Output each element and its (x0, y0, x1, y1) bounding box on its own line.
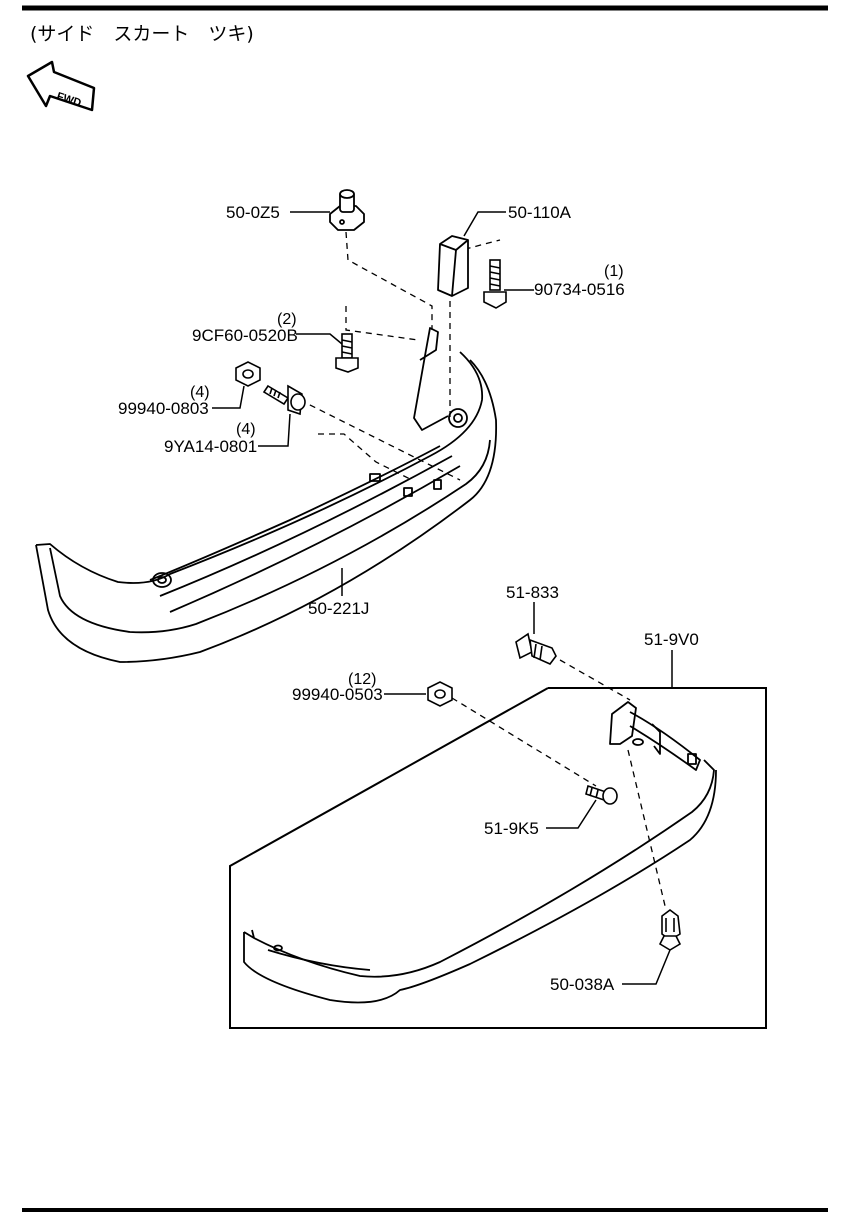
qty-99940-0803: (4) (190, 384, 210, 401)
qty-9CF60-0520B: (2) (277, 311, 297, 328)
label-9YA14-0801: 9YA14-0801 (164, 437, 257, 456)
leader-50-110A (463, 211, 506, 237)
part-90734-0516-bolt (483, 259, 507, 309)
fwd-arrow-icon: FWD (26, 60, 96, 112)
part-51-9V0-outline-box (229, 687, 767, 1029)
part-50-038A-clip (658, 909, 682, 951)
leader-9CF60-0520B (296, 333, 343, 345)
part-99940-0503-nut (427, 681, 453, 707)
part-9YA14-0801-stud (262, 384, 306, 416)
label-90734-0516: 90734-0516 (534, 280, 625, 299)
qty-99940-0503: (12) (348, 671, 376, 688)
part-50-110A-pad (437, 235, 469, 297)
label-50-038A: 50-038A (550, 975, 615, 994)
label-9CF60-0520B: 9CF60-0520B (192, 326, 298, 345)
leader-50-038A (622, 949, 671, 985)
leader-9YA14-0801 (258, 413, 291, 447)
leader-51-9K5 (546, 799, 597, 829)
label-99940-0803: 99940-0803 (118, 399, 209, 418)
upper-assembly-guides (299, 231, 501, 481)
label-51-9K5: 51-9K5 (484, 819, 539, 838)
label-50-0Z5: 50-0Z5 (226, 203, 280, 222)
part-51-833-clip (515, 632, 557, 665)
leader-99940-0803 (212, 385, 245, 409)
part-50-0Z5-clip (329, 189, 365, 231)
qty-9YA14-0801: (4) (236, 421, 256, 438)
label-50-221J: 50-221J (308, 599, 369, 618)
part-51-9V0-side-skirt (243, 701, 717, 1004)
part-99940-0803-nut (235, 361, 261, 387)
rear-bumper-50-221J (35, 327, 497, 663)
lower-assembly-guides (451, 659, 667, 911)
label-51-833: 51-833 (506, 583, 559, 602)
diagram-title: (サイド スカート ツキ) (30, 23, 254, 45)
part-51-9K5-stud (585, 784, 618, 805)
qty-90734-0516: (1) (604, 263, 624, 280)
label-51-9V0: 51-9V0 (644, 630, 699, 649)
label-99940-0503: 99940-0503 (292, 685, 383, 704)
label-50-110A: 50-110A (508, 203, 572, 222)
part-9CF60-0520B-screw (335, 333, 359, 373)
